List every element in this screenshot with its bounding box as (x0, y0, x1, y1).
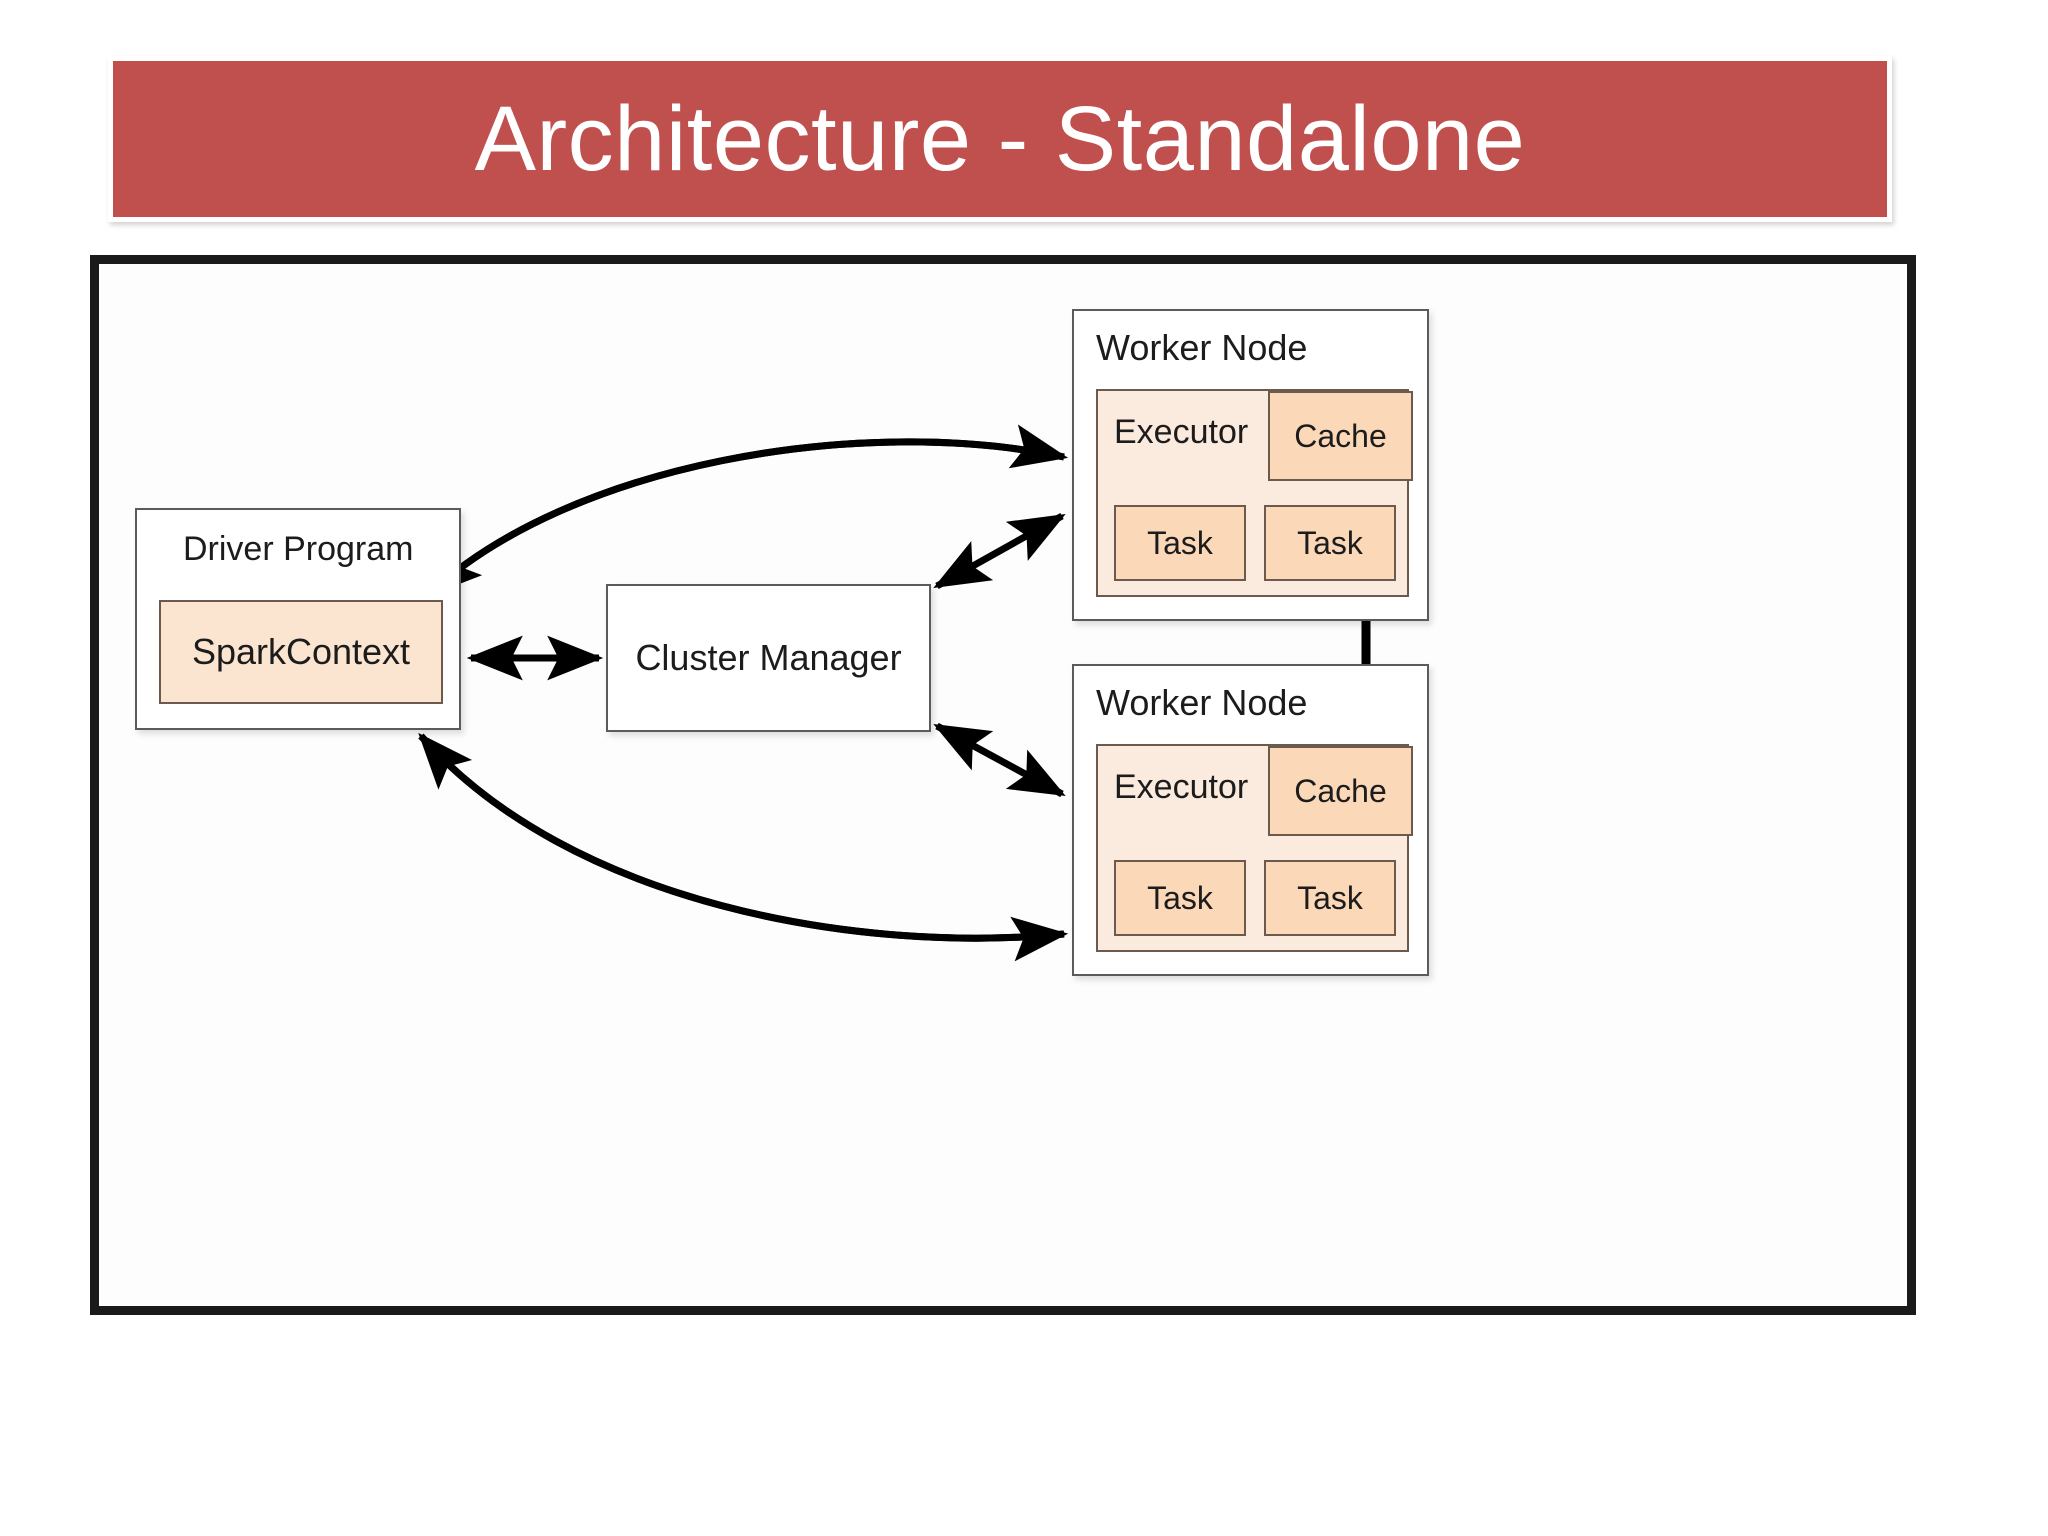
executor-box-2[interactable]: Executor Cache Task Task (1096, 744, 1413, 952)
arrow-worker-1-to-sparkcontext (425, 438, 1065, 597)
cluster-manager-label: Cluster Manager (635, 637, 902, 678)
arrow-cluster-manager-to-worker-2 (933, 722, 1066, 798)
page-title: Architecture - Standalone (474, 88, 1526, 190)
arrow-sparkcontext-to-worker-2 (418, 733, 1069, 962)
task-label-2a: Task (1147, 879, 1213, 916)
executor-label-2: Executor (1114, 768, 1249, 806)
title-bar-frame: Architecture - Standalone (108, 56, 1892, 222)
diagram-canvas: Driver Program SparkContext Cluster Mana… (99, 264, 1907, 1306)
worker-node-box-1[interactable]: Worker Node Executor Cache Task Task (1072, 309, 1429, 621)
task-box-2b[interactable]: Task (1264, 860, 1396, 936)
executor-label-1: Executor (1114, 413, 1249, 451)
spark-context-label: SparkContext (191, 631, 411, 672)
arrow-cluster-manager-to-worker-1 (933, 512, 1066, 590)
cache-label-1: Cache (1294, 417, 1387, 454)
arrow-sparkcontext-to-worker-1 (426, 424, 1069, 597)
driver-program-label: Driver Program (183, 530, 414, 568)
task-label-2b: Task (1297, 879, 1363, 916)
task-box-1b[interactable]: Task (1264, 505, 1396, 581)
worker-node-label-2: Worker Node (1096, 682, 1308, 723)
executor-box-1[interactable]: Executor Cache Task Task (1096, 389, 1413, 597)
title-bar: Architecture - Standalone (113, 61, 1887, 217)
worker-node-box-2[interactable]: Worker Node Executor Cache Task Task (1072, 664, 1429, 976)
cluster-manager-box[interactable]: Cluster Manager (606, 584, 931, 732)
diagram-frame: Driver Program SparkContext Cluster Mana… (90, 255, 1916, 1315)
driver-program-box[interactable]: Driver Program SparkContext (135, 508, 461, 730)
spark-context-box[interactable]: SparkContext (159, 600, 443, 704)
task-label-1b: Task (1297, 524, 1363, 561)
task-box-2a[interactable]: Task (1114, 860, 1246, 936)
cache-box-2[interactable]: Cache (1268, 746, 1413, 836)
task-box-1a[interactable]: Task (1114, 505, 1246, 581)
worker-node-label-1: Worker Node (1096, 327, 1308, 368)
arrow-worker-2-to-sparkcontext (418, 732, 1065, 942)
task-label-1a: Task (1147, 524, 1213, 561)
arrow-layer (418, 424, 1395, 962)
cache-label-2: Cache (1294, 772, 1387, 809)
cache-box-1[interactable]: Cache (1268, 391, 1413, 481)
